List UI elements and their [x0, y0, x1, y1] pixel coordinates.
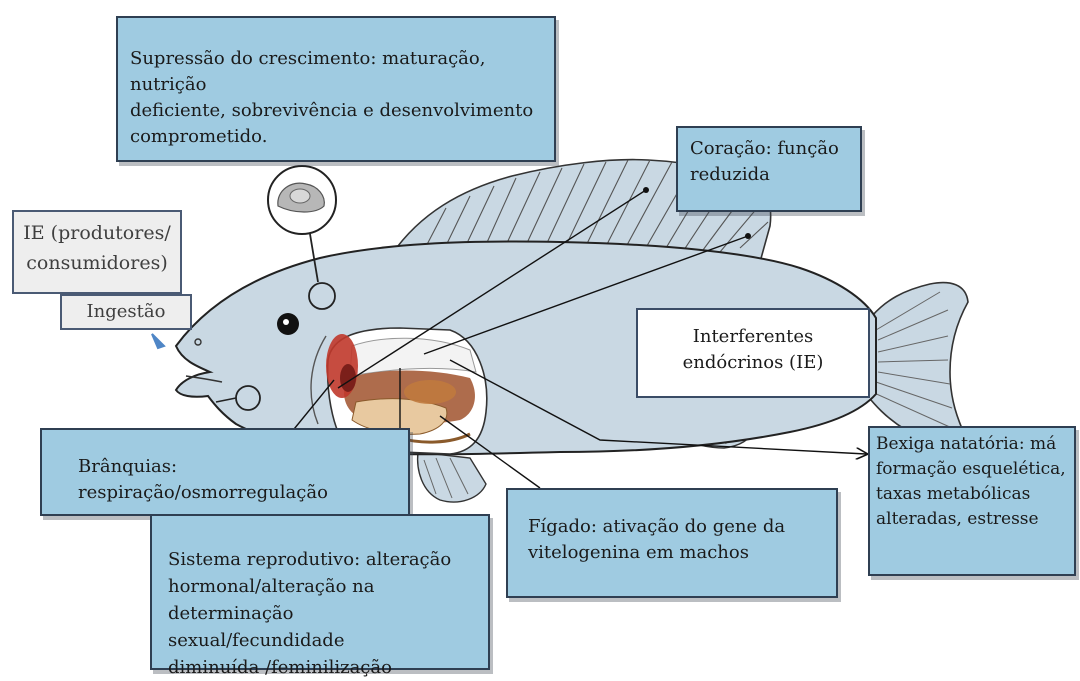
label-ingestion: Ingestão: [60, 294, 192, 330]
label-ie-producers: IE (produtores/ consumidores): [12, 210, 182, 294]
label-heart: Coração: função reduzida: [676, 126, 862, 212]
label-endocrine-disruptors: Interferentes endócrinos (IE): [636, 308, 870, 398]
tail-fin: [866, 283, 968, 443]
brain-icon-lobe: [290, 189, 310, 203]
label-growth-suppression: Supressão do crescimento: maturação, nut…: [116, 16, 556, 162]
ie-pointer-dot: [745, 233, 751, 239]
label-liver-text: Fígado: ativação do gene da vitelogenina…: [528, 516, 785, 563]
label-ingestion-text: Ingestão: [87, 301, 166, 322]
stomach-organ: [404, 380, 456, 404]
label-heart-text: Coração: função reduzida: [690, 138, 839, 185]
pelvic-fin: [418, 452, 486, 502]
label-gills-text: Brânquias: respiração/osmorregulação: [78, 456, 328, 503]
label-ie-producers-text: IE (produtores/ consumidores): [23, 222, 170, 274]
label-gills: Brânquias: respiração/osmorregulação: [40, 428, 410, 516]
label-reproductive-system-text: Sistema reprodutivo: alteração hormonal/…: [168, 549, 451, 678]
label-reproductive-system: Sistema reprodutivo: alteração hormonal/…: [150, 514, 490, 670]
label-swim-bladder-text: Bexiga natatória: má formação esquelétic…: [876, 434, 1066, 529]
label-growth-suppression-text: Supressão do crescimento: maturação, nut…: [130, 48, 533, 147]
ingestion-arrow-icon: [152, 334, 164, 348]
label-swim-bladder: Bexiga natatória: má formação esquelétic…: [868, 426, 1076, 576]
label-liver: Fígado: ativação do gene da vitelogenina…: [506, 488, 838, 598]
heart-pointer-dot: [643, 187, 649, 193]
label-endocrine-disruptors-text: Interferentes endócrinos (IE): [683, 326, 824, 373]
fish-eye-highlight: [283, 319, 289, 325]
